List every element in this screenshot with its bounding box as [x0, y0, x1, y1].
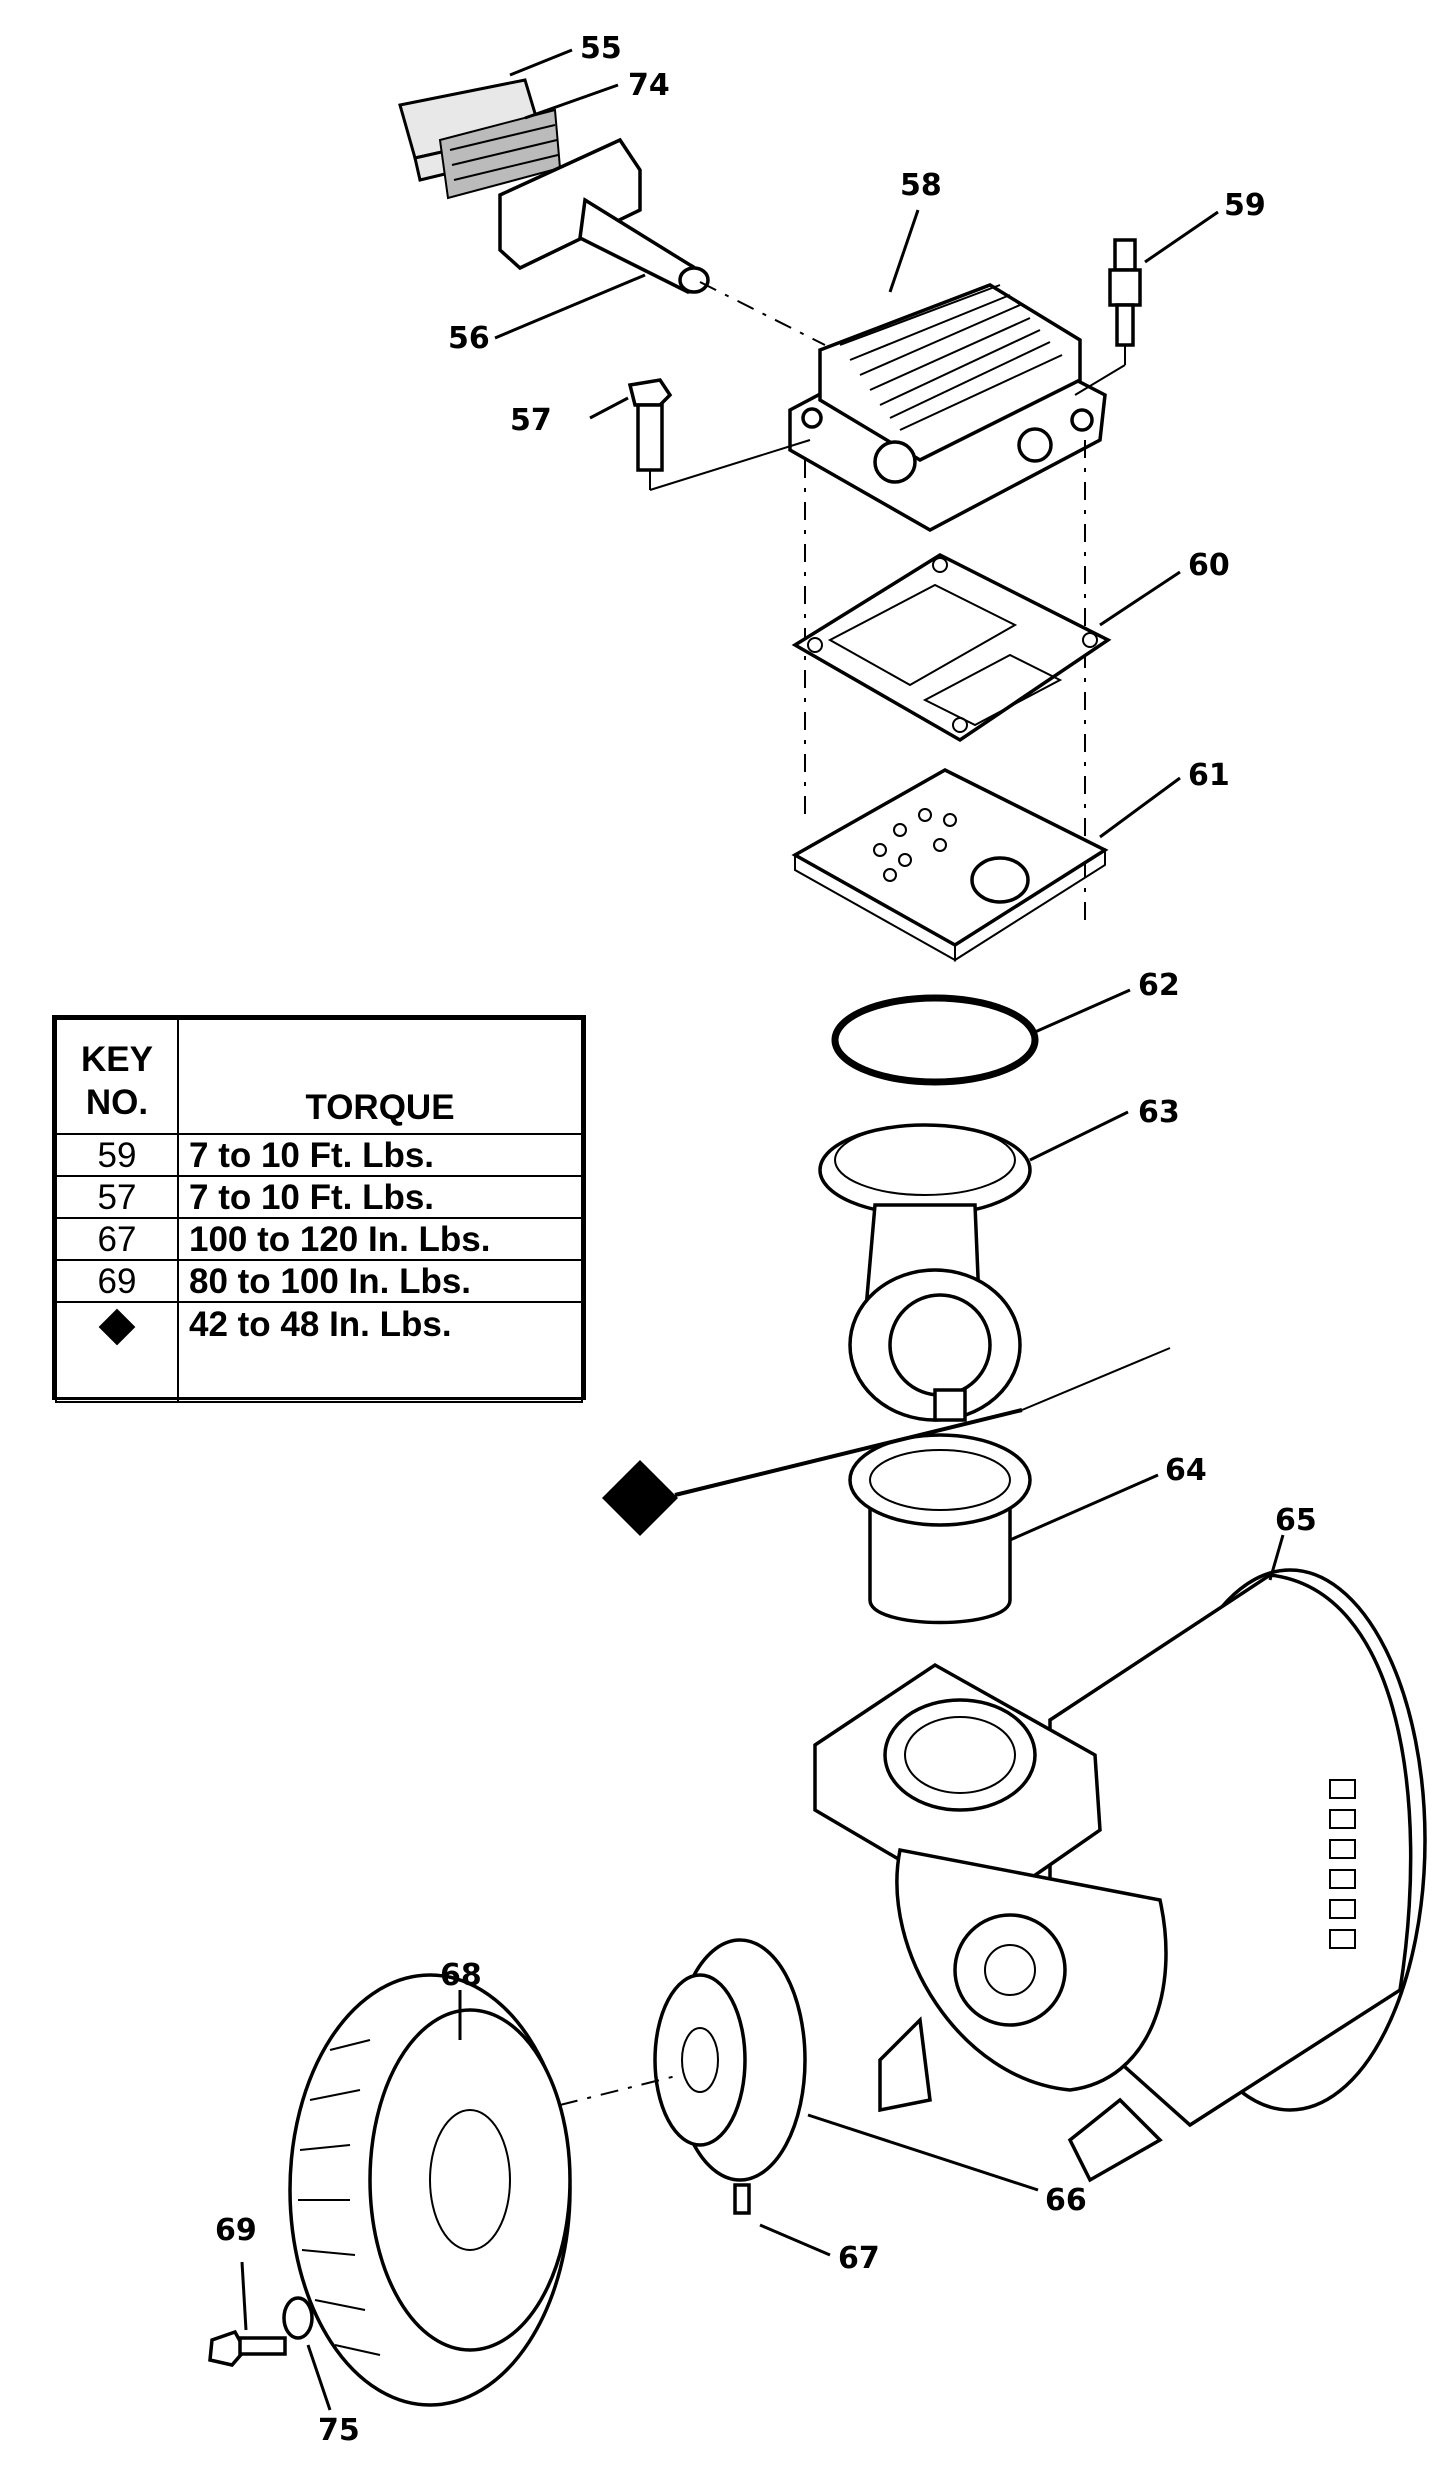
callout-69: 69 [215, 2213, 257, 2248]
fan-bolt [208, 2329, 287, 2367]
callout-75: 75 [318, 2413, 360, 2448]
intake-filter-housing [498, 137, 710, 294]
row-torque: 80 to 100 In. Lbs. [177, 1259, 583, 1303]
callout-60: 60 [1188, 548, 1230, 583]
callout-74: 74 [628, 68, 670, 103]
row-key: 67 [55, 1217, 179, 1261]
connecting-rod [818, 1123, 1032, 1422]
header-torque: TORQUE [177, 1018, 583, 1135]
header-key-no: KEY NO. [55, 1018, 179, 1135]
set-screw [733, 2183, 751, 2215]
cylinder-head [788, 283, 1107, 532]
valve-plate [791, 768, 1109, 962]
callout-64: 64 [1165, 1453, 1207, 1488]
callout-56: 56 [448, 321, 490, 356]
head-gasket [791, 552, 1112, 743]
callout-65: 65 [1275, 1503, 1317, 1538]
callout-58: 58 [900, 168, 942, 203]
blower-wheel [288, 1973, 572, 2407]
o-ring [831, 994, 1039, 1086]
callout-66: 66 [1045, 2183, 1087, 2218]
washer [282, 2296, 314, 2340]
callout-59: 59 [1224, 188, 1266, 223]
row-torque: 7 to 10 Ft. Lbs. [177, 1133, 583, 1177]
row-torque: 100 to 120 In. Lbs. [177, 1217, 583, 1261]
head-bolt [627, 378, 811, 491]
fitting [1074, 238, 1142, 396]
motor-crankcase [813, 1568, 1427, 2183]
leader-lines [240, 48, 1285, 2411]
callout-68: 68 [440, 1958, 482, 1993]
diamond-marker [602, 1460, 678, 1536]
row-key: 57 [55, 1175, 179, 1219]
bearing-sleeve [848, 1433, 1032, 1625]
diamond-icon [55, 1301, 179, 1403]
air-filter-element [398, 78, 562, 200]
callout-61: 61 [1188, 758, 1230, 793]
callout-57: 57 [510, 403, 552, 438]
pulley [653, 1938, 807, 2182]
torque-table: KEY NO. TORQUE 59 7 to 10 Ft. Lbs. 57 7 … [52, 1015, 586, 1403]
callout-67: 67 [838, 2241, 880, 2276]
callout-63: 63 [1138, 1095, 1180, 1130]
callout-55: 55 [580, 31, 622, 66]
callout-62: 62 [1138, 968, 1180, 1003]
row-torque: 42 to 48 In. Lbs. [177, 1301, 583, 1403]
row-torque: 7 to 10 Ft. Lbs. [177, 1175, 583, 1219]
row-key: 69 [55, 1259, 179, 1303]
row-key: 59 [55, 1133, 179, 1177]
